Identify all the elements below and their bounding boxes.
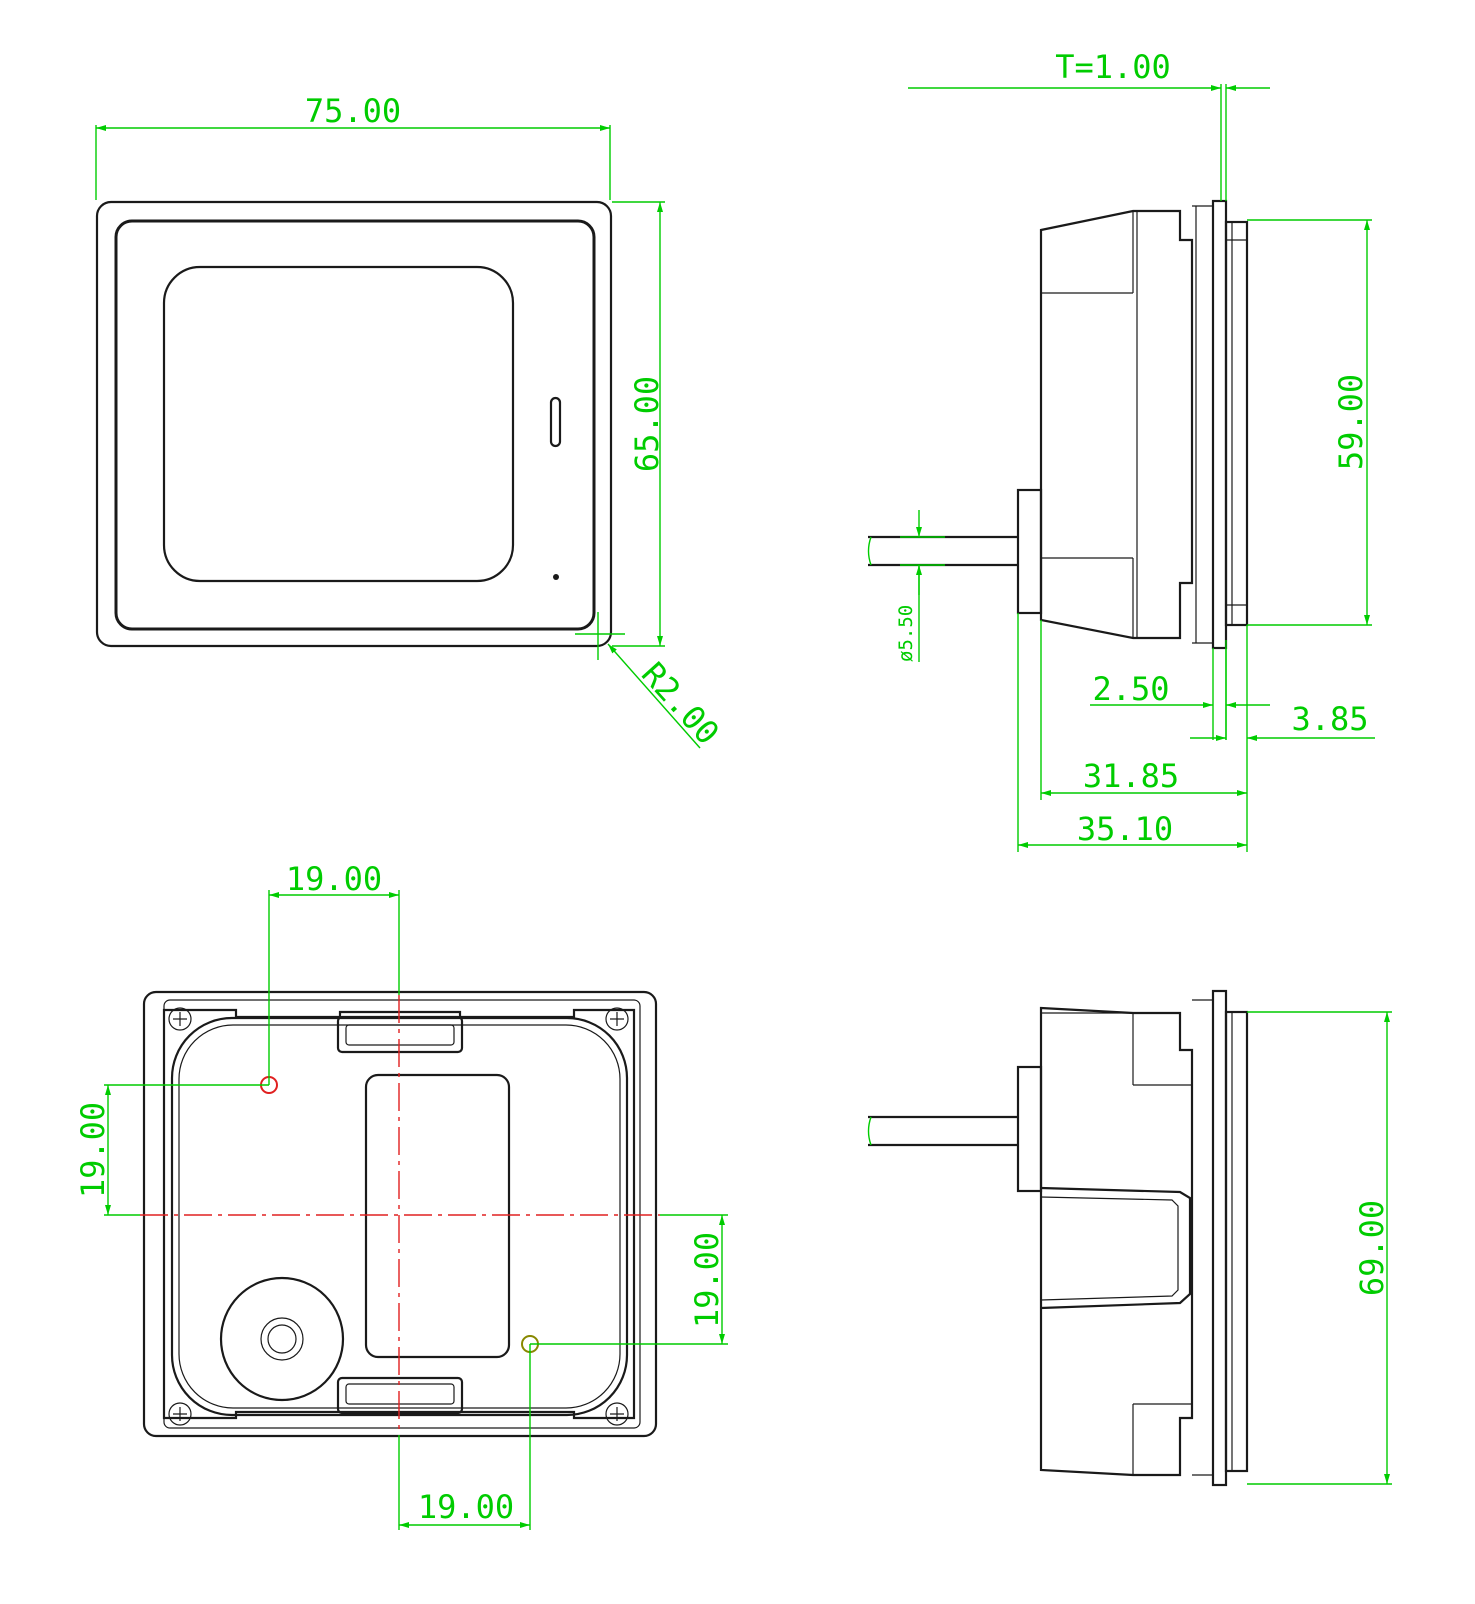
back-right-offset-dimension: 19.00 — [530, 1214, 728, 1345]
side-front-panel — [1224, 220, 1249, 627]
panel-depth-dimension: 3.85 — [1190, 625, 1375, 795]
front-height-label: 65.00 — [628, 376, 666, 472]
back-buzzer — [219, 1276, 345, 1402]
back-view — [140, 990, 660, 1438]
back-left-offset-dimension: 19.00 — [74, 1084, 269, 1216]
bottom-side-height-label: 69.00 — [1353, 1200, 1391, 1296]
screw-top-right-icon — [605, 1007, 629, 1031]
cable-diameter-dimension: ø5.50 — [895, 510, 945, 662]
cable-diameter-label: ø5.50 — [895, 605, 917, 662]
back-bottom-offset-dimension: 19.00 — [398, 1344, 531, 1530]
front-height-dimension: 65.00 — [612, 201, 666, 647]
corner-radius-label: R2.00 — [634, 655, 727, 752]
front-width-label: 75.00 — [305, 92, 401, 130]
bottom-side-body — [1039, 1006, 1194, 1477]
flange-offset-dimension: 2.50 — [1090, 648, 1270, 740]
screw-bottom-right-icon — [605, 1402, 629, 1426]
front-screen — [162, 265, 515, 583]
thickness-dimension: T=1.00 — [908, 48, 1270, 201]
back-bottom-offset-label: 19.00 — [418, 1488, 514, 1526]
corner-radius-dimension: R2.00 — [575, 612, 727, 752]
back-label-area — [364, 1073, 511, 1359]
thickness-label: T=1.00 — [1055, 48, 1171, 86]
side-height-label: 59.00 — [1332, 374, 1370, 470]
front-width-dimension: 75.00 — [95, 92, 611, 200]
panel-depth-label: 3.85 — [1291, 700, 1368, 738]
side-view — [867, 199, 1249, 650]
back-bottom-clip — [336, 1376, 464, 1415]
front-led-dot — [553, 574, 559, 580]
screw-top-left-icon — [168, 1007, 192, 1031]
side-flange — [1211, 199, 1228, 650]
flange-offset-label: 2.50 — [1092, 670, 1169, 708]
back-left-offset-label: 19.00 — [74, 1102, 112, 1198]
bottom-side-front-panel — [1224, 1010, 1249, 1473]
side-cable-gland — [1016, 488, 1043, 615]
back-top-offset-dimension: 19.00 — [268, 860, 400, 1085]
side-height-dimension: 59.00 — [1247, 219, 1372, 626]
bottom-side-cable-gland — [1016, 1065, 1043, 1193]
bottom-side-latch — [1040, 1186, 1192, 1310]
front-view — [95, 200, 613, 648]
side-body — [1039, 209, 1194, 640]
back-outer-frame — [142, 990, 658, 1438]
back-top-offset-label: 19.00 — [286, 860, 382, 898]
back-body-outline — [162, 1008, 636, 1420]
back-right-offset-label: 19.00 — [688, 1232, 726, 1328]
back-top-clip — [336, 1015, 464, 1054]
screw-bottom-left-icon — [168, 1402, 192, 1426]
back-screw-icons — [168, 1007, 629, 1426]
body-depth-dimension: 31.85 — [1040, 620, 1247, 800]
bottom-side-flange — [1211, 989, 1228, 1487]
bottom-side-height-dimension: 69.00 — [1247, 1011, 1392, 1485]
body-depth-label: 31.85 — [1083, 757, 1179, 795]
total-depth-label: 35.10 — [1077, 810, 1173, 848]
total-depth-dimension: 35.10 — [1017, 613, 1248, 852]
bottom-side-view — [867, 989, 1249, 1487]
front-inner-bezel — [114, 219, 596, 631]
front-indicator-slot — [549, 396, 562, 448]
front-outer-frame — [95, 200, 613, 648]
